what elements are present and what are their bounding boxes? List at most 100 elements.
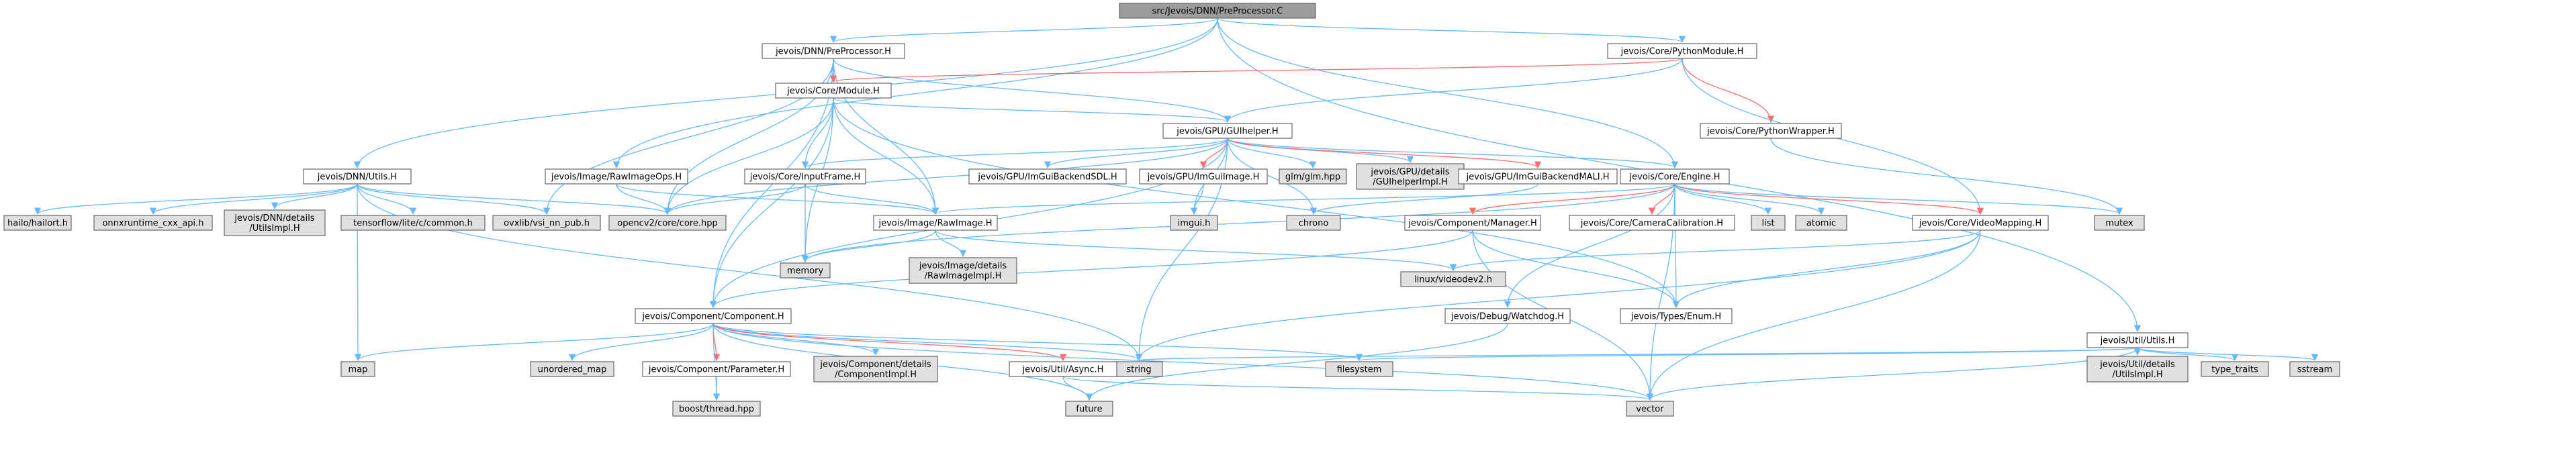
node-label: type_traits bbox=[2211, 365, 2258, 375]
node-py-mod[interactable]: jevois/Core/PythonModule.H bbox=[1607, 43, 1757, 59]
edge-dnn-utils-to-tflite bbox=[357, 183, 417, 215]
node-box bbox=[1279, 168, 1347, 185]
node-box bbox=[2094, 215, 2145, 231]
edge-module-to-component bbox=[709, 97, 834, 309]
node-label: tensorflow/lite/c/common.h bbox=[353, 219, 473, 229]
edge-dnn-utils-to-opencv bbox=[357, 183, 671, 215]
edge-gui-to-inputframe bbox=[802, 138, 1228, 169]
node-sstream: sstream bbox=[2289, 361, 2340, 377]
node-label: jevois/Core/PythonModule.H bbox=[1620, 47, 1744, 57]
edge-watchdog-to-future bbox=[1085, 323, 1508, 401]
node-box bbox=[608, 215, 727, 231]
node-comp-mgr[interactable]: jevois/Component/Manager.H bbox=[1404, 215, 1541, 231]
edge-dnn-utils-to-hailo bbox=[34, 183, 358, 215]
node-box bbox=[2289, 361, 2340, 377]
node-imgui-image[interactable]: jevois/GPU/ImGuiImage.H bbox=[1139, 168, 1268, 185]
node-engine[interactable]: jevois/Core/Engine.H bbox=[1620, 168, 1730, 185]
edge-py-wrap-to-mutex bbox=[1770, 138, 2123, 215]
edge-engine-to-comp-mgr bbox=[1469, 183, 1675, 215]
edge-dnn-utils-to-map bbox=[354, 183, 362, 362]
node-label: string bbox=[1126, 365, 1151, 375]
node-module[interactable]: jevois/Core/Module.H bbox=[775, 83, 892, 99]
edge-component-to-string bbox=[712, 323, 1142, 362]
node-label: map bbox=[349, 365, 368, 375]
node-inputframe[interactable]: jevois/Core/InputFrame.H bbox=[744, 168, 866, 185]
node-camcal[interactable]: jevois/Core/CameraCalibration.H bbox=[1569, 215, 1735, 231]
node-label: jevois/Types/Enum.H bbox=[1630, 312, 1721, 322]
node-util-utils[interactable]: jevois/Util/Utils.H bbox=[2086, 332, 2189, 348]
edge-gui-to-engine bbox=[1227, 138, 1678, 169]
node-types-enum[interactable]: jevois/Types/Enum.H bbox=[1620, 308, 1733, 324]
node-label: jevois/Core/CameraCalibration.H bbox=[1580, 219, 1723, 229]
edge-dnn-utils-to-onnx bbox=[149, 183, 358, 215]
node-box bbox=[762, 43, 905, 59]
edge-root-to-raw-ops bbox=[612, 17, 1218, 169]
node-label: jevois/GPU/details bbox=[1370, 167, 1449, 177]
node-label: jevois/Core/InputFrame.H bbox=[749, 172, 861, 183]
node-onnx: onnxruntime_cxx_api.h bbox=[93, 215, 213, 231]
node-box bbox=[909, 257, 1017, 284]
nodes-layer: src/Jevois/DNN/PreProcessor.C jevois/DNN/… bbox=[3, 3, 2340, 417]
edge-engine-to-atomic bbox=[1674, 183, 1825, 215]
edge-inputframe-to-rawimage bbox=[804, 183, 939, 215]
edge-gui-to-opencv bbox=[663, 138, 1228, 215]
node-dnn-utils[interactable]: jevois/DNN/Utils.H bbox=[303, 168, 412, 185]
edge-videomap-to-videodev bbox=[1450, 230, 1981, 272]
node-root[interactable]: src/Jevois/DNN/PreProcessor.C bbox=[1119, 3, 1316, 19]
edge-root-to-engine bbox=[1217, 17, 1679, 169]
node-unordered-map: unordered_map bbox=[530, 361, 614, 377]
node-box bbox=[775, 83, 892, 99]
node-videomap[interactable]: jevois/Core/VideoMapping.H bbox=[1912, 215, 2049, 231]
node-string: string bbox=[1115, 361, 1163, 377]
node-label: jevois/Util/Utils.H bbox=[2100, 336, 2175, 346]
node-pre-h[interactable]: jevois/DNN/PreProcessor.H bbox=[762, 43, 905, 59]
node-rawimage[interactable]: jevois/Image/RawImage.H bbox=[873, 215, 998, 231]
node-box bbox=[530, 361, 614, 377]
edge-engine-to-list bbox=[1674, 183, 1772, 215]
edge-py-mod-to-py-wrap bbox=[1682, 58, 1775, 123]
node-box bbox=[1065, 401, 1113, 417]
edge-util-utils-to-string bbox=[1136, 347, 2138, 362]
node-component[interactable]: jevois/Component/Component.H bbox=[635, 308, 792, 324]
node-label: memory bbox=[787, 266, 824, 276]
node-vector: vector bbox=[1626, 401, 1674, 417]
edge-util-utils-to-vector bbox=[1646, 347, 2138, 401]
node-box bbox=[1162, 123, 1293, 139]
node-label: jevois/Debug/Watchdog.H bbox=[1451, 312, 1564, 322]
node-label: jevois/GPU/ImGuiBackendSDL.H bbox=[977, 172, 1117, 183]
node-watchdog[interactable]: jevois/Debug/Watchdog.H bbox=[1444, 308, 1571, 324]
node-gui[interactable]: jevois/GPU/GUIhelper.H bbox=[1162, 123, 1293, 139]
edge-pre-h-to-ovx bbox=[543, 58, 834, 215]
node-label: jevois/Util/details bbox=[2099, 360, 2175, 370]
node-map: map bbox=[340, 361, 375, 377]
edge-engine-to-rawimage bbox=[932, 183, 1675, 215]
node-box bbox=[93, 215, 213, 231]
node-box bbox=[744, 168, 866, 185]
node-py-wrap[interactable]: jevois/Core/PythonWrapper.H bbox=[1700, 123, 1842, 139]
edge-comp-mgr-to-types-enum bbox=[1472, 230, 1680, 309]
node-box bbox=[1325, 361, 1393, 377]
node-box bbox=[1458, 168, 1618, 185]
node-raw-ops[interactable]: jevois/Image/RawImageOps.H bbox=[545, 168, 688, 185]
edge-async-to-future bbox=[1062, 376, 1093, 401]
edge-component-to-vector bbox=[712, 323, 1653, 401]
node-imgui-sdl[interactable]: jevois/GPU/ImGuiBackendSDL.H bbox=[968, 168, 1127, 185]
node-label: jevois/DNN/details bbox=[234, 213, 314, 223]
node-chrono: chrono bbox=[1286, 215, 1341, 231]
edge-py-mod-to-module bbox=[830, 58, 1683, 83]
node-imgui-mali[interactable]: jevois/GPU/ImGuiBackendMALI.H bbox=[1458, 168, 1618, 185]
node-label: jevois/GPU/ImGuiBackendMALI.H bbox=[1466, 172, 1610, 183]
node-async[interactable]: jevois/Util/Async.H bbox=[1009, 361, 1117, 377]
edge-util-utils-to-filesystem bbox=[1356, 347, 2138, 362]
node-box bbox=[303, 168, 412, 185]
node-label: onnxruntime_cxx_api.h bbox=[102, 219, 203, 229]
node-tflite: tensorflow/lite/c/common.h bbox=[340, 215, 486, 231]
node-box bbox=[2086, 356, 2189, 383]
node-label: jevois/Component/Component.H bbox=[641, 312, 784, 322]
node-type-traits: type_traits bbox=[2201, 361, 2269, 377]
edge-component-to-filesystem bbox=[712, 323, 1363, 362]
node-parameter[interactable]: jevois/Component/Parameter.H bbox=[642, 361, 791, 377]
node-videodev: linux/videodev2.h bbox=[1400, 271, 1506, 287]
node-box bbox=[1912, 215, 2049, 231]
